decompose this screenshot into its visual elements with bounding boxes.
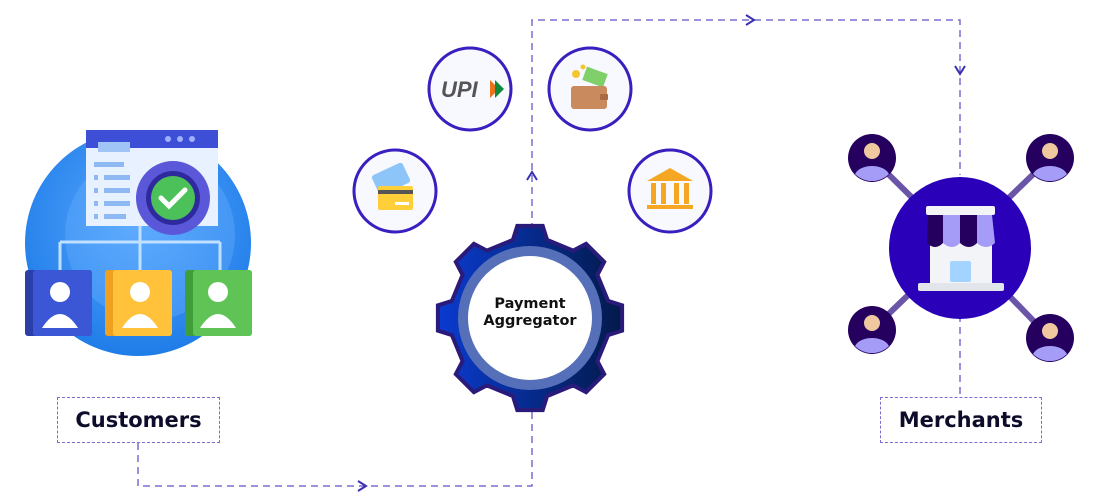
customers-box: Customers — [57, 397, 220, 443]
verified-gear-icon — [136, 161, 210, 235]
payment-method-card — [352, 148, 438, 234]
payment-method-bank — [627, 148, 713, 234]
merchants-label: Merchants — [898, 408, 1024, 432]
center-label-line1: Payment — [494, 296, 566, 312]
customer-user-icon — [105, 270, 172, 336]
payment-aggregator-gear — [435, 223, 625, 413]
arrow-down-icon — [954, 65, 966, 76]
merchant-avatar-icon — [848, 134, 896, 182]
merchant-avatar-icon — [1026, 314, 1074, 362]
payment-method-wallet — [547, 46, 633, 132]
merchant-avatar-icon — [1026, 134, 1074, 182]
customers-illustration — [25, 130, 252, 356]
center-label: Payment Aggregator — [470, 296, 590, 330]
center-label-line2: Aggregator — [483, 313, 577, 329]
customer-user-icon — [25, 270, 92, 336]
arrow-up-icon — [526, 170, 538, 181]
wallet-icon — [571, 64, 608, 109]
flow-lines — [137, 19, 961, 487]
arrow-right-icon — [357, 480, 368, 492]
customers-label: Customers — [75, 408, 202, 432]
payment-method-upi: UPI — [427, 46, 513, 132]
merchants-illustration — [848, 134, 1074, 362]
merchant-avatar-icon — [848, 306, 896, 354]
credit-card-icon — [371, 162, 413, 210]
flow-arrows — [357, 14, 966, 492]
upi-logo-icon: UPI — [441, 77, 479, 102]
bank-icon — [647, 168, 693, 209]
merchants-box: Merchants — [880, 397, 1042, 443]
flow-line-top — [531, 19, 961, 230]
flow-line-bottom — [137, 410, 533, 487]
customer-user-icon — [185, 270, 252, 336]
arrow-right-icon — [745, 14, 756, 26]
store-icon — [918, 206, 1004, 291]
